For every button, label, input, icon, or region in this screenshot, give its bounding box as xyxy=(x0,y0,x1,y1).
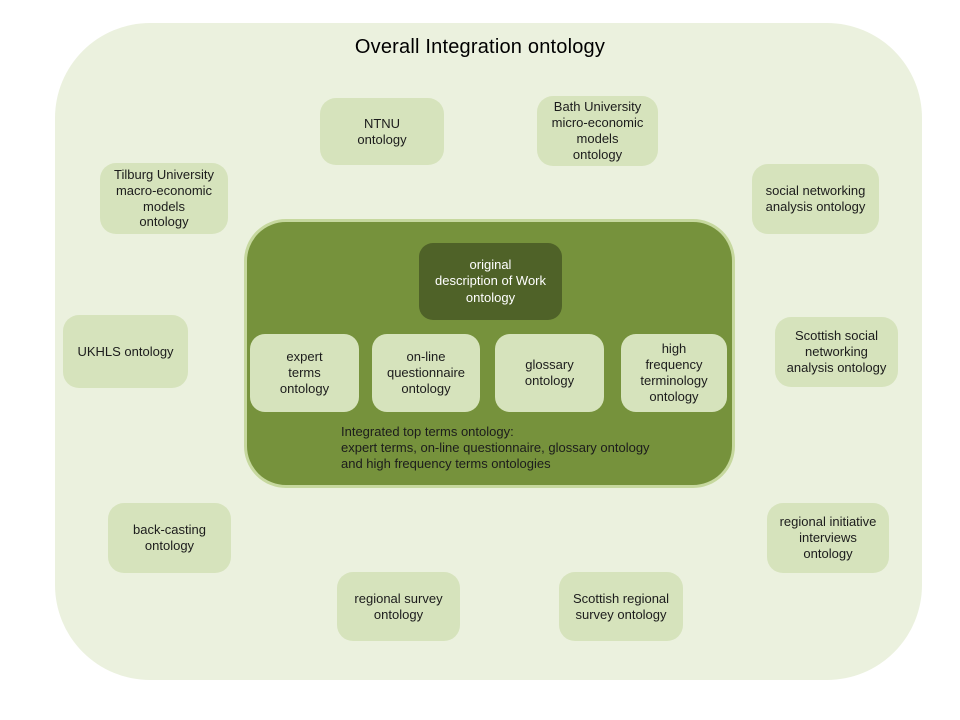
node-label: high frequency terminology ontology xyxy=(640,341,708,404)
node-online-questionnaire-ontology: on-line questionnaire ontology xyxy=(372,334,480,412)
node-original-description-of-work-ontology: original description of Work ontology xyxy=(419,243,562,320)
node-label: regional survey ontology xyxy=(354,590,443,622)
node-regional-initiative-interviews-ontology: regional initiative interviews ontology xyxy=(767,503,889,573)
node-label: UKHLS ontology xyxy=(77,343,174,359)
node-tilburg-university-ontology: Tilburg University macro-economic models… xyxy=(100,163,228,234)
node-expert-terms-ontology: expert terms ontology xyxy=(250,334,359,412)
node-ukhls-ontology: UKHLS ontology xyxy=(63,315,188,388)
node-high-frequency-terminology-ontology: high frequency terminology ontology xyxy=(621,334,727,412)
diagram-title: Overall Integration ontology xyxy=(354,36,606,58)
node-label: Bath University micro-economic models on… xyxy=(551,99,644,162)
integrated-ontology-caption: Integrated top terms ontology: expert te… xyxy=(341,424,650,472)
node-scottish-regional-survey-ontology: Scottish regional survey ontology xyxy=(559,572,683,641)
node-label: NTNU ontology xyxy=(357,115,407,147)
node-label: Scottish regional survey ontology xyxy=(572,590,670,622)
node-social-networking-ontology: social networking analysis ontology xyxy=(752,164,879,234)
node-label: on-line questionnaire ontology xyxy=(386,349,466,396)
node-label: back-casting ontology xyxy=(133,522,206,553)
node-label: social networking analysis ontology xyxy=(765,183,866,214)
node-label: original description of Work ontology xyxy=(434,256,547,305)
node-back-casting-ontology: back-casting ontology xyxy=(108,503,231,573)
node-label: expert terms ontology xyxy=(279,349,330,396)
node-regional-survey-ontology: regional survey ontology xyxy=(337,572,460,641)
node-label: Tilburg University macro-economic models… xyxy=(114,166,214,230)
node-bath-university-ontology: Bath University micro-economic models on… xyxy=(537,96,658,166)
node-label: regional initiative interviews ontology xyxy=(779,514,877,561)
node-ntnu-ontology: NTNU ontology xyxy=(320,98,444,165)
node-glossary-ontology: glossary ontology xyxy=(495,334,604,412)
node-label: glossary ontology xyxy=(524,357,575,388)
node-label: Scottish social networking analysis onto… xyxy=(786,328,887,375)
node-scottish-social-networking-ontology: Scottish social networking analysis onto… xyxy=(775,317,898,387)
